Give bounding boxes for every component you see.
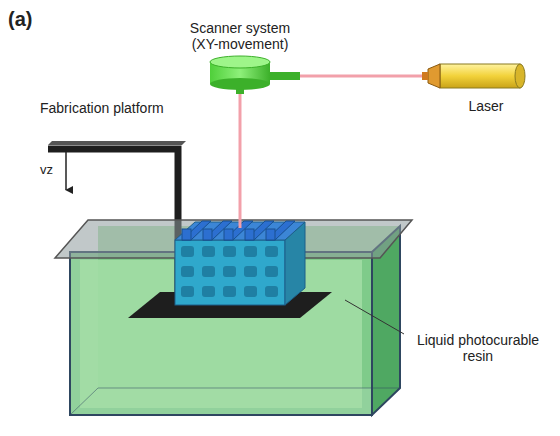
tank-edge [70, 388, 98, 415]
part-rod [245, 229, 254, 240]
part-hole [202, 266, 215, 277]
leader-line [345, 300, 404, 334]
part-rod [182, 229, 191, 240]
part-rod [266, 229, 275, 240]
part-rod [266, 221, 295, 240]
part-label: Liquid photocurable resin [404, 332, 552, 364]
part-hole [265, 266, 278, 277]
part-hole [181, 246, 194, 257]
part-hole [223, 246, 236, 257]
part-rod [203, 229, 212, 240]
part-label: Fabrication platform [40, 100, 200, 116]
platform-arm-top [48, 141, 186, 145]
velocity-arrow [65, 152, 67, 190]
part-label: Laser [456, 98, 516, 114]
part-hole [223, 286, 236, 297]
panel-label: (a) [8, 8, 48, 30]
part-label: Scanner system (XY-movement) [178, 20, 302, 52]
part-rod [203, 221, 232, 240]
part-rod [224, 229, 233, 240]
part-hole [265, 246, 278, 257]
velocity-label: vz [40, 162, 60, 178]
part-hole [202, 286, 215, 297]
part-hole [244, 246, 257, 257]
tank-lid [55, 220, 412, 258]
part-hole [223, 266, 236, 277]
part-hole [202, 246, 215, 257]
part-rod [182, 221, 211, 240]
scanner-head [210, 56, 300, 94]
part-hole [265, 286, 278, 297]
part-hole [244, 266, 257, 277]
part-rod [245, 221, 274, 240]
part-hole [244, 286, 257, 297]
laser-beam [298, 75, 428, 78]
printed-part [175, 221, 305, 305]
tank-edge [98, 388, 400, 389]
laser-beam [239, 94, 242, 228]
part-hole [181, 286, 194, 297]
laser-source [422, 64, 525, 88]
part-hole [181, 266, 194, 277]
